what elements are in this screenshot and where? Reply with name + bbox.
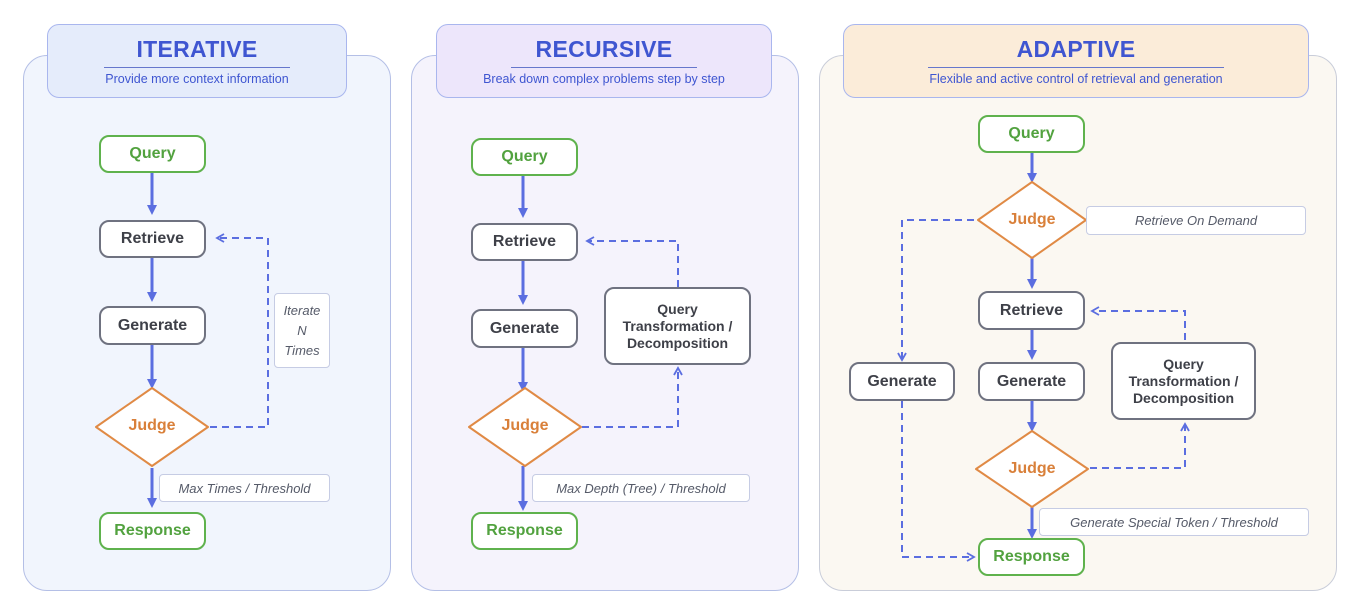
iterative-loop-note-line-2: N: [297, 322, 307, 338]
adaptive-judge-top-diamond: [977, 181, 1087, 259]
adaptive-transform-line-1: Query: [1163, 355, 1204, 372]
recursive-transform-line-3: Decomposition: [626, 334, 729, 351]
iterative-title: ITERATIVE: [136, 36, 258, 62]
iterative-header: ITERATIVE Provide more context informati…: [47, 24, 347, 98]
adaptive-header: ADAPTIVE Flexible and active control of …: [843, 24, 1309, 98]
adaptive-transform-line-2: Transformation /: [1128, 372, 1239, 389]
recursive-judge-diamond: [468, 387, 582, 467]
adaptive-query-node: Query: [978, 115, 1085, 153]
adaptive-judge-bottom-diamond: [975, 430, 1089, 508]
adaptive-stop-note: Generate Special Token / Threshold: [1039, 508, 1309, 536]
adaptive-subtitle: Flexible and active control of retrieval…: [929, 72, 1223, 86]
adaptive-generate-node: Generate: [978, 362, 1085, 401]
adaptive-title: ADAPTIVE: [1016, 36, 1136, 62]
iterative-stop-note: Max Times / Threshold: [159, 474, 330, 502]
recursive-transform-line-2: Transformation /: [622, 317, 733, 334]
recursive-transform-node: Query Transformation / Decomposition: [604, 287, 751, 365]
adaptive-retrieve-node: Retrieve: [978, 291, 1085, 330]
recursive-header: RECURSIVE Break down complex problems st…: [436, 24, 772, 98]
iterative-loop-note: Iterate N Times: [274, 293, 330, 368]
adaptive-response-node: Response: [978, 538, 1085, 576]
recursive-judge-label: Judge: [501, 417, 549, 434]
adaptive-transform-node: Query Transformation / Decomposition: [1111, 342, 1256, 420]
adaptive-arrow-generate-side-response: [901, 401, 976, 562]
iterative-loop-note-line-3: Times: [284, 342, 320, 358]
recursive-arrow-judge-transform: [582, 366, 683, 428]
iterative-judge-diamond: [95, 387, 209, 467]
adaptive-generate-side-node: Generate: [849, 362, 955, 401]
adaptive-arrow-judge-generate-side: [897, 219, 974, 362]
recursive-query-node: Query: [471, 138, 578, 176]
iterative-response-node: Response: [99, 512, 206, 550]
iterative-subtitle: Provide more context information: [105, 72, 289, 86]
recursive-stop-note: Max Depth (Tree) / Threshold: [532, 474, 750, 502]
recursive-arrow-transform-retrieve: [585, 236, 679, 287]
adaptive-judge-top-label: Judge: [1008, 211, 1056, 228]
adaptive-on-demand-note: Retrieve On Demand: [1086, 206, 1306, 235]
iterative-query-node: Query: [99, 135, 206, 173]
adaptive-transform-line-3: Decomposition: [1132, 389, 1235, 406]
iterative-judge-label: Judge: [128, 417, 176, 434]
iterative-title-divider: [104, 67, 290, 68]
recursive-subtitle: Break down complex problems step by step: [483, 72, 725, 86]
recursive-transform-line-1: Query: [657, 300, 698, 317]
recursive-response-node: Response: [471, 512, 578, 550]
adaptive-title-divider: [928, 67, 1224, 68]
adaptive-arrow-transform-retrieve: [1090, 306, 1186, 340]
recursive-title-divider: [511, 67, 697, 68]
recursive-retrieve-node: Retrieve: [471, 223, 578, 261]
iterative-retrieve-node: Retrieve: [99, 220, 206, 258]
iterative-loop-note-line-1: Iterate: [283, 302, 321, 318]
iterative-loop-arrow: [210, 233, 269, 428]
adaptive-arrow-judge-transform: [1090, 422, 1190, 469]
adaptive-judge-bottom-label: Judge: [1008, 460, 1056, 477]
recursive-title: RECURSIVE: [535, 36, 673, 62]
recursive-generate-node: Generate: [471, 309, 578, 348]
iterative-generate-node: Generate: [99, 306, 206, 345]
